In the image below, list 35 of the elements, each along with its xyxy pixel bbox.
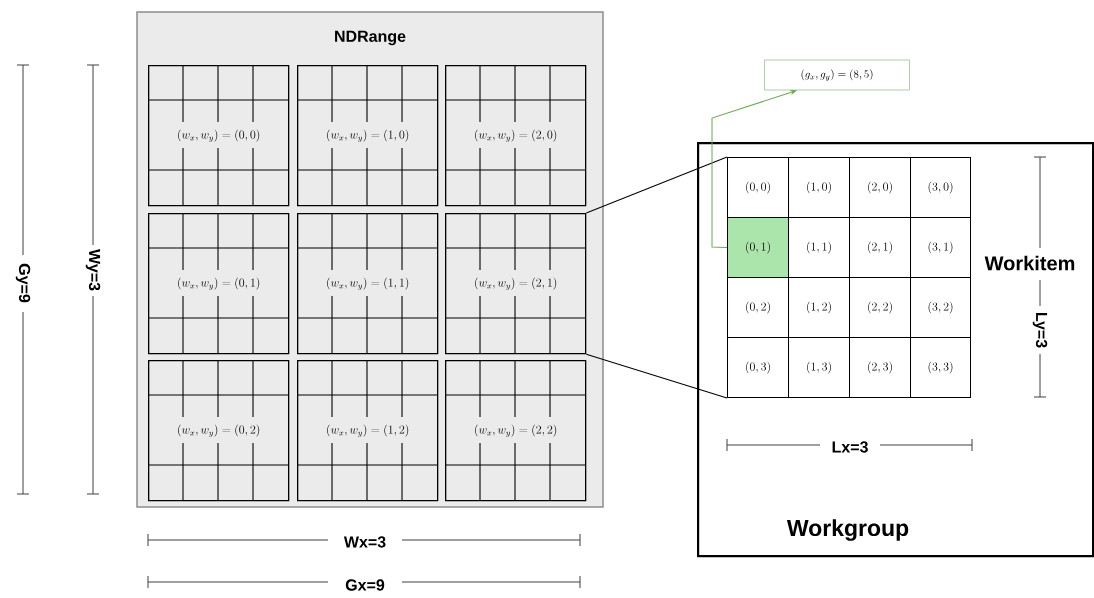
- dimension-label: Wy=3: [85, 249, 101, 291]
- workitem-cell: $(3,2)$: [910, 277, 971, 338]
- dimension-label: Gx=9: [345, 579, 385, 591]
- workitem-label: Workitem: [984, 255, 1075, 271]
- zoom-line: [585, 156, 728, 214]
- workgroup-grid: $(w_x, w_y) = (2,1)$: [444, 212, 587, 355]
- workitem-cell: $(2,3)$: [849, 337, 911, 398]
- workgroup-grid: $(w_x, w_y) = (2,2)$: [444, 359, 587, 502]
- workitem-cell: $(0,2)$: [727, 277, 789, 338]
- workitem-cell: $(2,1)$: [849, 217, 911, 278]
- zoom-line: [585, 353, 728, 399]
- workitem-cell: $(3,0)$: [910, 157, 971, 218]
- workgroup-grid: $(w_x, w_y) = (0,0)$: [147, 64, 290, 207]
- workitem-cell: $(0,3)$: [727, 337, 789, 398]
- workitem-cell: $(1,1)$: [788, 217, 850, 278]
- workitem-cell: $(1,0)$: [788, 157, 850, 218]
- workitem-cell: $(3,1)$: [910, 217, 971, 278]
- arrow: [711, 90, 797, 248]
- workitem-cell: $(1,2)$: [788, 277, 850, 338]
- workgroup-grid: $(w_x, w_y) = (1,2)$: [296, 359, 439, 502]
- workitem-cell: $(2,0)$: [849, 157, 911, 218]
- dimension-label: Lx=3: [832, 441, 868, 453]
- workgroup-grid: $(w_x, w_y) = (2,0)$: [444, 64, 587, 207]
- dimension-label: Wx=3: [343, 536, 386, 548]
- coordinate-box: $(g_x, g_y) = (8,5)$: [764, 59, 910, 91]
- workgroup-grid: $(w_x, w_y) = (1,0)$: [296, 64, 439, 207]
- workgroup-grid: $(w_x, w_y) = (0,1)$: [147, 212, 290, 355]
- workitem-cell: $(3,3)$: [910, 337, 971, 398]
- workitem-cell: $(0,1)$: [727, 217, 789, 278]
- workitem-cell: $(2,2)$: [849, 277, 911, 338]
- dimension-label: Ly=3: [1032, 312, 1048, 348]
- workitem-cell: $(1,3)$: [788, 337, 850, 398]
- dimension-label: Gy=9: [15, 263, 31, 303]
- workgroup-grid: $(w_x, w_y) = (1,1)$: [296, 212, 439, 355]
- workgroup-grid: $(w_x, w_y) = (0,2)$: [147, 359, 290, 502]
